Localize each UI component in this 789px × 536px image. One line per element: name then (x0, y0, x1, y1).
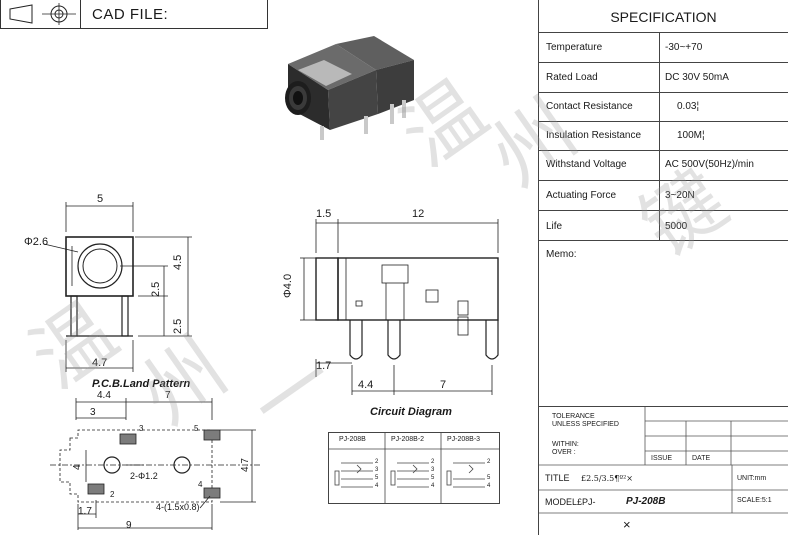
pcb-hole-note: 2-Φ1.2 (130, 471, 158, 481)
spec-row: Withstand Voltage AC 500V(50Hz)/min (539, 151, 788, 181)
circuit-col-header: PJ-208B-2 (391, 436, 425, 443)
pcb-dim-4: 4 (72, 464, 83, 470)
side-view-drawing (300, 219, 499, 395)
spec-row: Temperature -30~+70 (539, 33, 788, 63)
pcb-dim-1-7: 1.7 (78, 506, 92, 517)
header-divider (80, 0, 81, 28)
circuit-title: Circuit Diagram (370, 406, 452, 418)
circuit-pin: 2 (487, 459, 491, 465)
model-value: PJ-208B (626, 496, 666, 507)
unless-specified-label: UNLESS SPECIFIED (552, 421, 619, 428)
pcb-land-pattern-drawing (50, 398, 260, 530)
spec-table-frame (538, 0, 789, 535)
spec-label: Withstand Voltage (546, 159, 627, 170)
spec-label: Rated Load (546, 72, 598, 83)
pcb-pin-label: 2 (110, 490, 115, 499)
spec-row: Rated Load DC 30V 50mA (539, 63, 788, 93)
dim-1-7-side: 1.7 (316, 360, 332, 372)
spec-row: Contact Resistance 0.03¦ (539, 93, 788, 122)
spec-value: 0.03¦ (677, 101, 700, 112)
title-block: TOLERANCE UNLESS SPECIFIED WITHIN: OVER … (539, 406, 788, 536)
dim-4-5: 4.5 (172, 254, 184, 270)
spec-label: Temperature (546, 42, 603, 53)
pcb-dim-4-7: 4.7 (240, 458, 251, 472)
spec-row: Insulation Resistance 100M¦ (539, 122, 788, 151)
issue-label: ISSUE (651, 455, 673, 462)
spec-value: -30~+70 (665, 42, 703, 53)
title-value: £2.5/3.5¶º²× (581, 474, 633, 483)
dim-12: 12 (412, 208, 425, 220)
circuit-pin: 3 (431, 467, 435, 473)
circuit-col-header: PJ-208B (339, 436, 366, 443)
dim-2-5-lower: 2.5 (172, 318, 184, 334)
model-label: MODEL£PJ- (545, 497, 596, 507)
circuit-pin: 5 (487, 475, 491, 481)
pcb-slot-note: 4-(1.5x0.8) (156, 502, 200, 512)
circuit-pin: 2 (431, 459, 435, 465)
pcb-dim-3: 3 (90, 407, 96, 418)
tolerance-label: TOLERANCE (552, 413, 595, 420)
spec-value: 100M¦ (677, 130, 705, 141)
memo-label: Memo: (546, 249, 577, 260)
circuit-pin: 2 (375, 459, 379, 465)
dim-1-5: 1.5 (316, 208, 332, 220)
pcb-title: P.C.B.Land Pattern (92, 378, 191, 390)
title-label: TITLE (545, 473, 570, 483)
within-label: WITHIN: (552, 441, 579, 448)
dim-4-4-side: 4.4 (358, 379, 374, 391)
footer-mark: × (623, 517, 631, 532)
cad-file-label: CAD FILE: (92, 6, 169, 23)
circuit-pin: 4 (431, 483, 435, 489)
pcb-dim-7: 7 (165, 390, 171, 401)
circuit-pin: 4 (375, 483, 379, 489)
circuit-pin: 5 (431, 475, 435, 481)
pcb-dim-9: 9 (126, 520, 132, 531)
dim-4-7-front: 4.7 (92, 357, 108, 369)
pcb-pin-label: 4 (198, 480, 203, 489)
spec-label: Contact Resistance (546, 101, 633, 112)
pcb-pin-label: 5 (194, 424, 199, 433)
dim-7-side: 7 (440, 379, 447, 391)
spec-value: AC 500V(50Hz)/min (665, 159, 754, 170)
header-bar (0, 0, 268, 29)
dim-width: 5 (97, 193, 104, 205)
dim-2-5-upper: 2.5 (150, 281, 162, 297)
spec-title-line (539, 32, 788, 33)
spec-value: 3~20N (665, 190, 695, 201)
dim-diameter-4: Φ4.0 (282, 273, 294, 298)
pcb-pin-label: 3 (139, 424, 144, 433)
spec-value: DC 30V 50mA (665, 72, 729, 83)
spec-row: Actuating Force 3~20N (539, 181, 788, 211)
spec-label: Actuating Force (546, 190, 617, 201)
spec-value: 5000 (665, 221, 688, 232)
projection-symbol (2, 3, 78, 25)
circuit-table: PJ-208B PJ-208B-2 PJ-208B-3 2 3 5 4 2 3 … (328, 432, 500, 504)
circuit-pin: 3 (375, 467, 379, 473)
dim-diameter-2-6: Φ2.6 (24, 236, 49, 248)
circuit-pin: 5 (375, 475, 379, 481)
circuit-pin: 4 (487, 483, 491, 489)
spec-title: SPECIFICATION (610, 9, 717, 25)
product-3d-image (274, 30, 434, 142)
date-label: DATE (692, 455, 711, 462)
circuit-col-header: PJ-208B-3 (447, 436, 481, 443)
over-label: OVER : (552, 449, 576, 456)
spec-label: Insulation Resistance (546, 130, 642, 141)
front-view-drawing (43, 202, 192, 372)
spec-row: Life 5000 (539, 211, 788, 241)
scale-label: SCALE:5:1 (737, 497, 772, 504)
pcb-dim-4-4: 4.4 (97, 390, 111, 401)
spec-label: Life (546, 221, 563, 232)
unit-label: UNIT:mm (737, 475, 767, 482)
